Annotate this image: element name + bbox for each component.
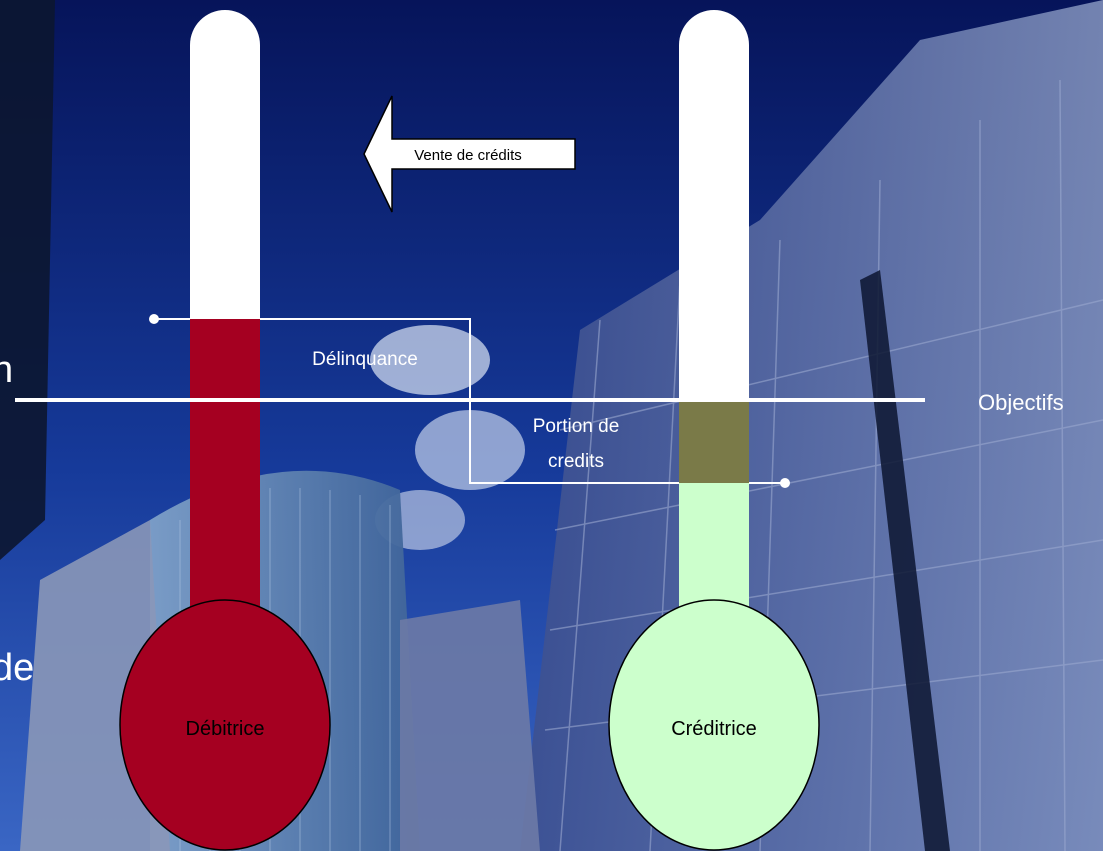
sale-of-credits-arrow: Vente de crédits [363, 95, 576, 213]
credit-portion-fill [679, 400, 749, 483]
creditrice-bulb [608, 599, 820, 851]
debitrice-bulb [119, 599, 331, 851]
debitrice-label: Débitrice [186, 718, 265, 740]
credit-connector-dot [780, 478, 790, 488]
credit-portion-label-line1: Portion de [533, 416, 620, 437]
left-fragment-lower: de [0, 647, 34, 689]
debitrice-fill [190, 319, 260, 630]
creditrice-label: Créditrice [671, 718, 757, 740]
delinquency-connector-dot [149, 314, 159, 324]
left-fragment-upper: n [0, 349, 13, 391]
credit-portion-label-line2: credits [548, 451, 604, 472]
thermometer-creditrice: Créditrice [608, 10, 820, 851]
objectives-label: Objectifs [978, 390, 1064, 415]
thermometer-debitrice: Débitrice [119, 10, 331, 851]
sale-of-credits-label: Vente de crédits [414, 147, 522, 164]
left-arrow-icon [363, 95, 576, 213]
delinquency-label: Délinquance [312, 349, 418, 370]
